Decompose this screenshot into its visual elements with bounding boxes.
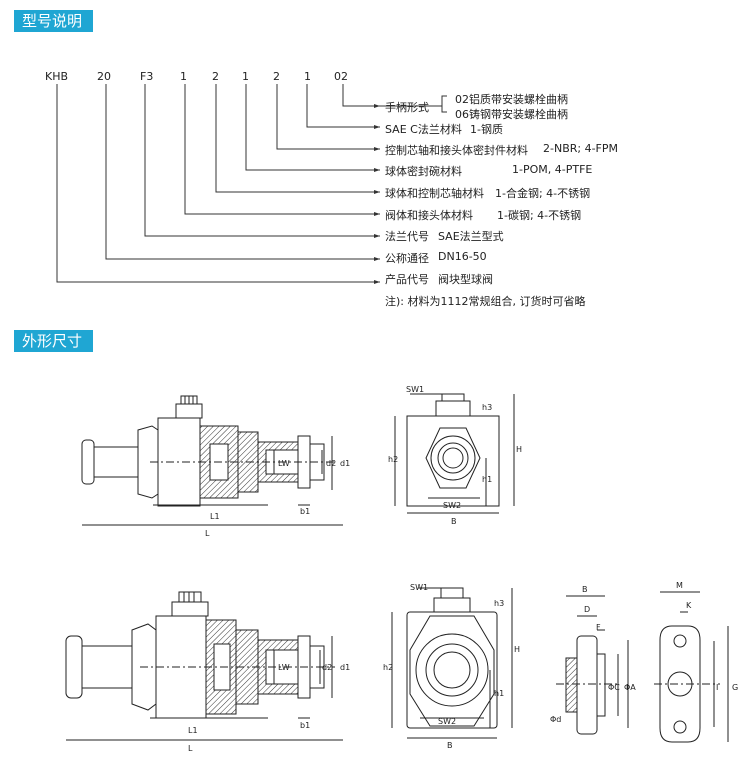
dim-h1-top: h1 xyxy=(482,475,492,484)
legend-note: 注): 材料为1112常规组合, 订货时可省略 xyxy=(385,295,586,308)
valve-side-view-bottom xyxy=(65,591,343,741)
dim-d2-top: d2 xyxy=(326,459,336,468)
code-part-seat: 1 xyxy=(242,70,249,83)
flange-front-view xyxy=(654,591,729,743)
dim-LW-top: LW xyxy=(278,459,290,468)
legend-body-value: 1-碳钢; 4-不锈钢 xyxy=(497,209,582,222)
code-part-handle: 02 xyxy=(334,70,348,83)
legend-seat-label: 球体密封碗材料 xyxy=(385,165,462,178)
dim-D-flange: D xyxy=(584,605,590,614)
legend-nominal-label: 公称通径 xyxy=(385,252,429,265)
dim-F-flange: F xyxy=(596,623,601,632)
legend-handle-opt1: 02铝质带安装螺栓曲柄 xyxy=(455,93,568,106)
dim-B-bottom: B xyxy=(447,741,453,750)
code-part-ballstem: 2 xyxy=(212,70,219,83)
dim-SW1-top: SW1 xyxy=(406,385,424,394)
valve-front-view-bottom xyxy=(391,587,513,739)
dim-SW2-bottom: SW2 xyxy=(438,717,456,726)
legend-handle-label: 手柄形式 xyxy=(385,101,429,114)
legend-sae-label: SAE C法兰材料 xyxy=(385,123,462,136)
leader-lines xyxy=(56,84,447,283)
legend-body-label: 阀体和接头体材料 xyxy=(385,209,473,222)
valve-side-view-top xyxy=(81,395,343,526)
dim-h3-top: h3 xyxy=(482,403,492,412)
dim-L1-bottom: L1 xyxy=(188,726,198,735)
legend-handle-opt2: 06铸钢带安装螺栓曲柄 xyxy=(455,108,568,121)
code-part-seal: 2 xyxy=(273,70,280,83)
dim-H-top: H xyxy=(516,445,522,454)
dim-h2-bottom: h2 xyxy=(383,663,393,672)
dim-h2-top: h2 xyxy=(388,455,398,464)
section-title-outline: 外形尺寸 xyxy=(14,330,93,352)
dim-d1-top: d1 xyxy=(340,459,350,468)
dim-b1-top: b1 xyxy=(300,507,310,516)
legend-product-value: 阀块型球阀 xyxy=(438,273,493,286)
dim-L-top: L xyxy=(205,529,210,538)
legend-product-label: 产品代号 xyxy=(385,273,429,286)
dim-b1-bottom: b1 xyxy=(300,721,310,730)
dim-L1-top: L1 xyxy=(210,512,220,521)
legend-sae-value: 1-钢质 xyxy=(470,123,503,136)
dim-G-flange: G xyxy=(732,683,738,692)
dim-M-flange: M xyxy=(676,581,683,590)
code-part-body: 1 xyxy=(180,70,187,83)
dim-phiA-flange: ΦA xyxy=(624,683,636,692)
legend-nominal-value: DN16-50 xyxy=(438,250,487,263)
leader-arrows xyxy=(374,104,380,284)
dim-H-bottom: H xyxy=(514,645,520,654)
code-part-sae: 1 xyxy=(304,70,311,83)
dim-phiC-flange: ΦC xyxy=(608,683,620,692)
flange-side-view xyxy=(556,595,629,735)
dim-SW1-bottom: SW1 xyxy=(410,583,428,592)
section-title-model: 型号说明 xyxy=(14,10,93,32)
code-part-product: KHB xyxy=(45,70,69,83)
dim-d1-bottom: d1 xyxy=(340,663,350,672)
dim-K-flange: K xyxy=(686,601,692,610)
legend-seal-value: 2-NBR; 4-FPM xyxy=(543,142,619,155)
legend-flange-value: SAE法兰型式 xyxy=(438,230,504,243)
dim-h1-bottom: h1 xyxy=(494,689,504,698)
legend-ballstem-value: 1-合金钢; 4-不锈钢 xyxy=(495,187,591,200)
dim-L-bottom: L xyxy=(188,744,193,753)
dim-phid-flange: Φd xyxy=(550,715,561,724)
code-part-flange: F3 xyxy=(140,70,154,83)
legend-ballstem-label: 球体和控制芯轴材料 xyxy=(385,187,484,200)
dim-LW-bottom: LW xyxy=(278,663,290,672)
dim-d2-bottom: d2 xyxy=(322,663,332,672)
dim-B-top: B xyxy=(451,517,457,526)
dim-h3-bottom: h3 xyxy=(494,599,504,608)
code-part-nominal: 20 xyxy=(97,70,111,83)
dim-SW2-top: SW2 xyxy=(443,501,461,510)
legend-seal-label: 控制芯轴和接头体密封件材料 xyxy=(385,144,528,157)
dim-I-flange: I xyxy=(716,683,718,692)
valve-front-view-top xyxy=(394,393,515,514)
legend-seat-value: 1-POM, 4-PTFE xyxy=(512,163,593,176)
dim-B-flange: B xyxy=(582,585,588,594)
legend-flange-label: 法兰代号 xyxy=(385,230,429,243)
